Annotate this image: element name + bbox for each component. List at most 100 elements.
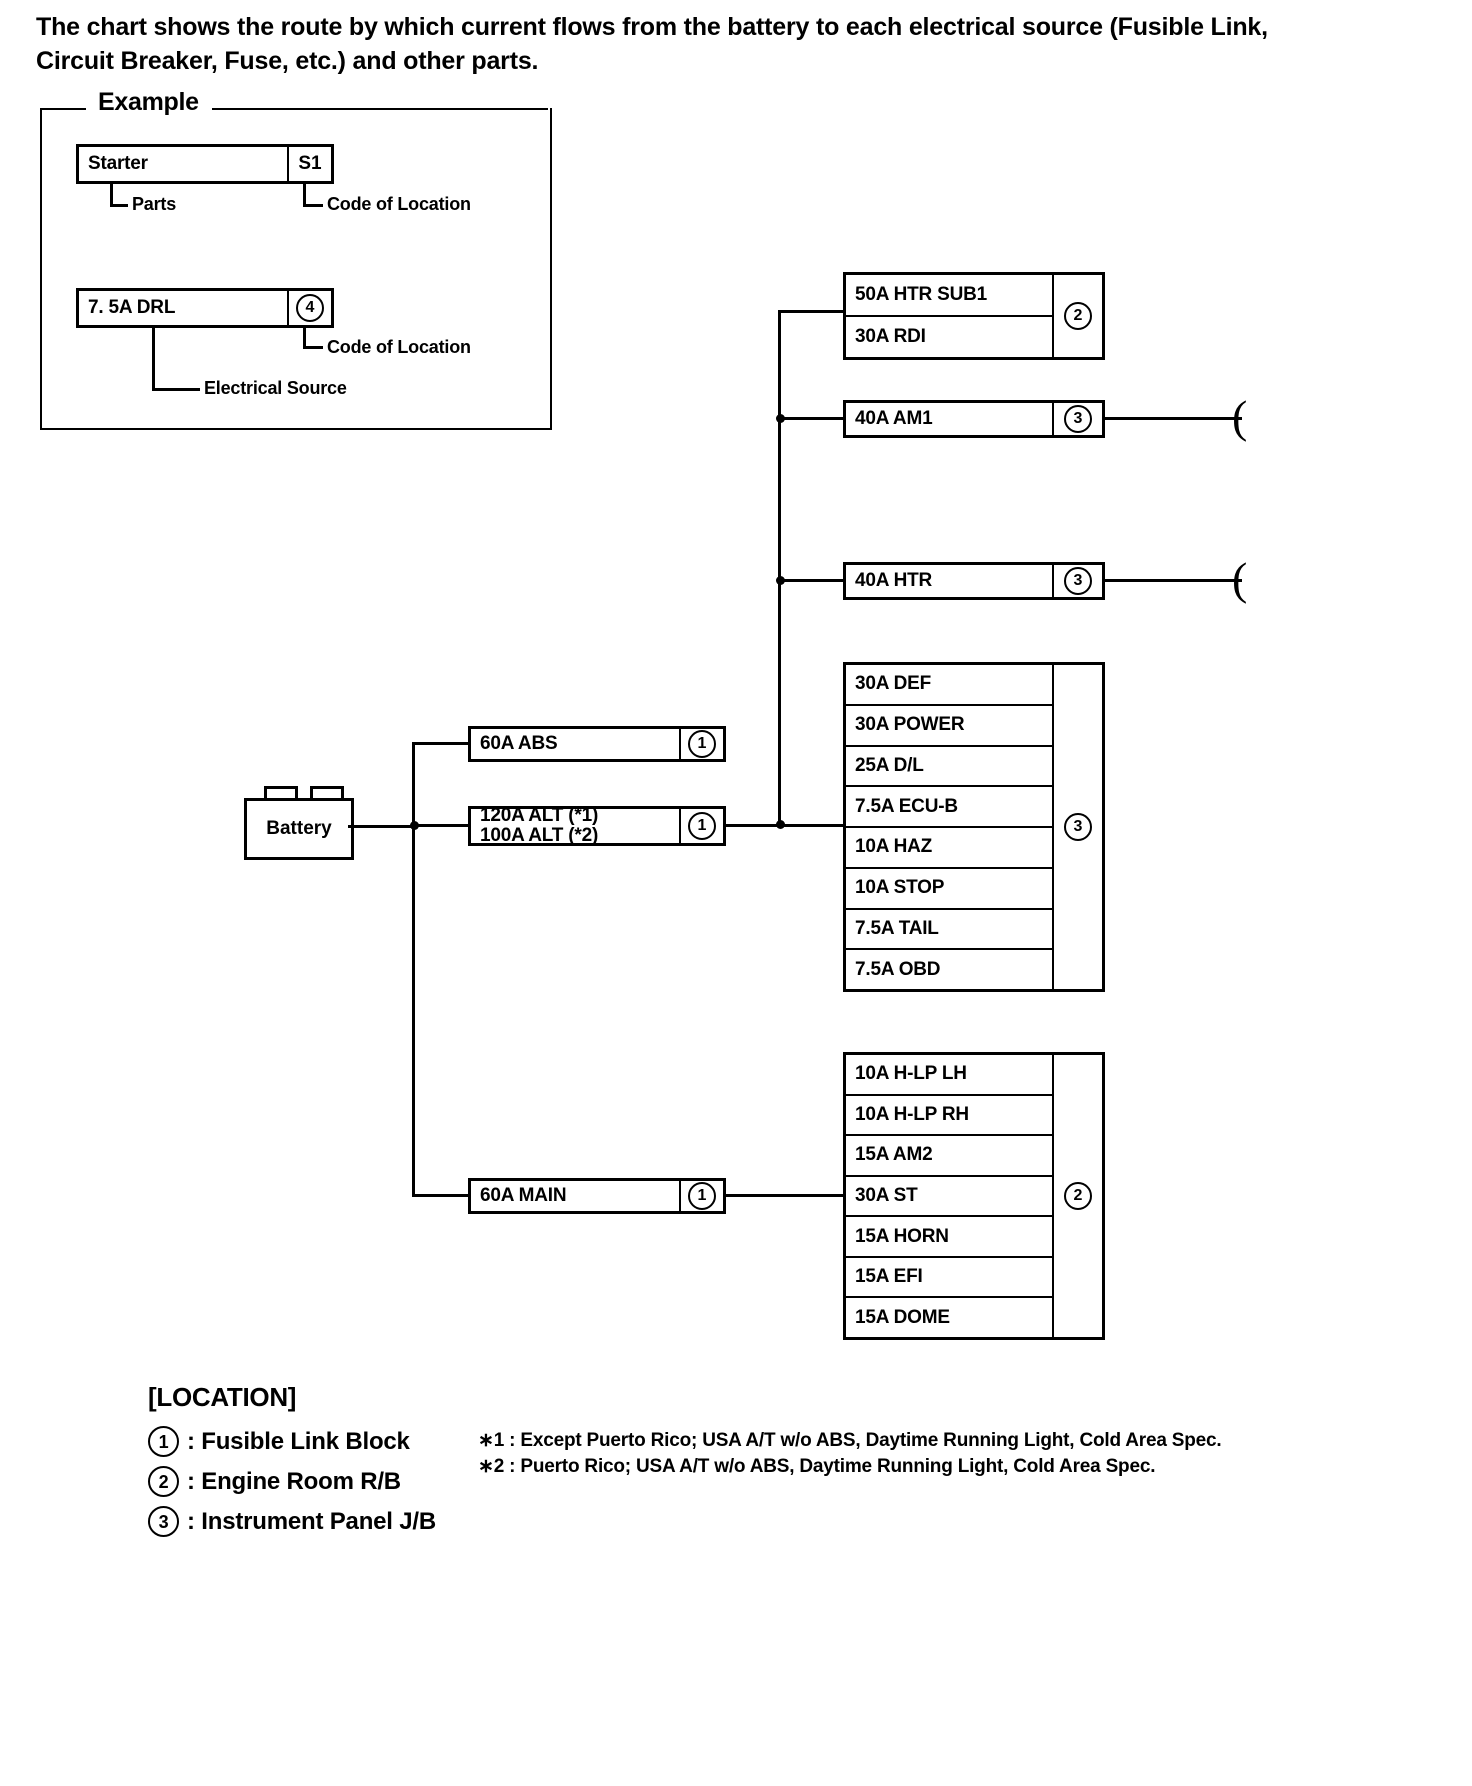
fuse-row: 30A ST [846, 1177, 1052, 1218]
instrument-panel-jb-stack: 30A DEF 30A POWER 25A D/L 7.5A ECU-B 10A… [843, 662, 1105, 992]
fuse-row: 10A HAZ [846, 828, 1052, 869]
wire-vertical-bus-left [412, 742, 415, 1197]
circled-number-icon: 4 [296, 294, 324, 322]
example-code-leader-horizontal [303, 204, 323, 207]
example-source-leader-vertical [152, 328, 155, 390]
circled-number-icon: 2 [148, 1466, 179, 1497]
circled-number-icon: 3 [1064, 567, 1092, 595]
fuse-htr-box: 40A HTR 3 [843, 562, 1105, 600]
fuse-am1-code-cell: 3 [1052, 403, 1102, 435]
wire-alt-to-riser [726, 824, 844, 827]
wire-to-main [412, 1194, 468, 1197]
circled-number-icon: 2 [1064, 302, 1092, 330]
fusible-link-abs-box: 60A ABS 1 [468, 726, 726, 762]
wire-vertical-riser-right [778, 310, 781, 826]
fuse-row: 15A AM2 [846, 1136, 1052, 1177]
footnotes: ∗1 : Except Puerto Rico; USA A/T w/o ABS… [478, 1428, 1222, 1480]
location-legend-item-1: 1 : Fusible Link Block [148, 1426, 410, 1457]
circled-number-icon: 3 [148, 1506, 179, 1537]
example-drl-code-of-location-label: Code of Location [327, 337, 471, 357]
circled-number-icon: 3 [1064, 813, 1092, 841]
page-title: The chart shows the route by which curre… [36, 13, 1268, 75]
fusible-link-alt-label: 120A ALT (*1) 100A ALT (*2) [480, 805, 599, 846]
location-legend-item-2-label: : Engine Room R/B [187, 1467, 401, 1495]
fuse-row: 7.5A TAIL [846, 910, 1052, 951]
example-drl-code-cell: 4 [287, 291, 331, 325]
example-drl-box: 7. 5A DRL 4 [76, 288, 334, 328]
circled-number-icon: 1 [148, 1426, 179, 1457]
example-drl-label: 7. 5A DRL [88, 297, 176, 318]
circled-number-icon: 2 [1064, 1182, 1092, 1210]
fuse-row: 25A D/L [846, 747, 1052, 788]
fuse-row: 15A EFI [846, 1258, 1052, 1299]
fuse-row: 10A STOP [846, 869, 1052, 910]
engine-room-rb-top-rows: 50A HTR SUB1 30A RDI [846, 275, 1052, 357]
fuse-row: 50A HTR SUB1 [846, 275, 1052, 317]
location-legend-item-1-label: : Fusible Link Block [187, 1427, 410, 1455]
location-legend-item-3-label: : Instrument Panel J/B [187, 1507, 436, 1535]
engine-room-rb-top-stack: 50A HTR SUB1 30A RDI 2 [843, 272, 1105, 360]
example-group-box [40, 108, 552, 430]
example-parts-leader-horizontal [110, 204, 128, 207]
wire-to-am1 [778, 417, 844, 420]
footnote-2: ∗2 : Puerto Rico; USA A/T w/o ABS, Dayti… [478, 1456, 1156, 1477]
example-starter-label: Starter [88, 153, 148, 174]
circled-number-icon: 1 [688, 730, 716, 758]
location-legend-title: [LOCATION] [148, 1382, 297, 1412]
fusible-link-main-code-cell: 1 [679, 1181, 723, 1211]
fuse-am1-rows: 40A AM1 [846, 403, 1052, 435]
fuse-row: 15A HORN [846, 1217, 1052, 1258]
wire-to-htr [778, 579, 844, 582]
wire-break-symbol-htr: ( [1232, 553, 1248, 604]
fusible-link-main-box: 60A MAIN 1 [468, 1178, 726, 1214]
example-drl-code-leader-horizontal [303, 346, 323, 349]
wire-htr-out [1105, 579, 1242, 582]
engine-room-rb-bottom-code-cell: 2 [1052, 1055, 1102, 1337]
fusible-link-abs-code-cell: 1 [679, 729, 723, 759]
circled-number-icon: 3 [1064, 405, 1092, 433]
wire-am1-out [1105, 417, 1242, 420]
fuse-row: 10A H-LP RH [846, 1096, 1052, 1137]
wire-break-symbol-am1: ( [1232, 391, 1248, 442]
fuse-htr-code-cell: 3 [1052, 565, 1102, 597]
example-drl-code-leader-vertical [303, 328, 306, 348]
battery-terminal-left [264, 786, 298, 801]
engine-room-rb-bottom-stack: 10A H-LP LH 10A H-LP RH 15A AM2 30A ST 1… [843, 1052, 1105, 1340]
fuse-row: 30A DEF [846, 665, 1052, 706]
example-source-leader-horizontal [152, 388, 200, 391]
instrument-panel-jb-code-cell: 3 [1052, 665, 1102, 989]
fuse-row: 10A H-LP LH [846, 1055, 1052, 1096]
example-parts-label: Parts [132, 194, 177, 214]
battery-box: Battery [244, 798, 354, 860]
location-legend-item-2: 2 : Engine Room R/B [148, 1466, 401, 1497]
wire-to-abs [412, 742, 468, 745]
fuse-am1-box: 40A AM1 3 [843, 400, 1105, 438]
fuse-htr-rows: 40A HTR [846, 565, 1052, 597]
fusible-link-abs-label: 60A ABS [480, 733, 558, 754]
example-group-border-top-right [212, 108, 548, 110]
fuse-row: 40A HTR [855, 570, 933, 591]
fuse-row: 30A POWER [846, 706, 1052, 747]
fusible-link-alt-box: 120A ALT (*1) 100A ALT (*2) 1 [468, 806, 726, 846]
fuse-row: 15A DOME [855, 1306, 950, 1328]
footnote-1: ∗1 : Except Puerto Rico; USA A/T w/o ABS… [478, 1430, 1222, 1451]
engine-room-rb-top-code-cell: 2 [1052, 275, 1102, 357]
circled-number-icon: 1 [688, 812, 716, 840]
wire-to-alt [412, 824, 468, 827]
fuse-row: 30A RDI [855, 326, 926, 347]
example-code-of-location-label: Code of Location [327, 194, 471, 214]
wire-to-engine-room-rb-top [778, 310, 844, 313]
location-legend-item-3: 3 : Instrument Panel J/B [148, 1506, 436, 1537]
battery-label: Battery [266, 818, 332, 839]
example-parts-leader-vertical [110, 184, 113, 206]
example-electrical-source-label: Electrical Source [204, 378, 347, 398]
fusible-link-main-label: 60A MAIN [480, 1185, 567, 1206]
wire-battery-to-bus [348, 825, 414, 828]
fuse-row: 40A AM1 [855, 408, 933, 429]
circled-number-icon: 1 [688, 1182, 716, 1210]
example-legend-label: Example [92, 88, 205, 117]
instrument-panel-jb-rows: 30A DEF 30A POWER 25A D/L 7.5A ECU-B 10A… [846, 665, 1052, 989]
example-group-border-top-left [40, 108, 86, 110]
example-code-leader-vertical [303, 184, 306, 206]
wire-main-to-engine-room-rb-bottom [726, 1194, 844, 1197]
